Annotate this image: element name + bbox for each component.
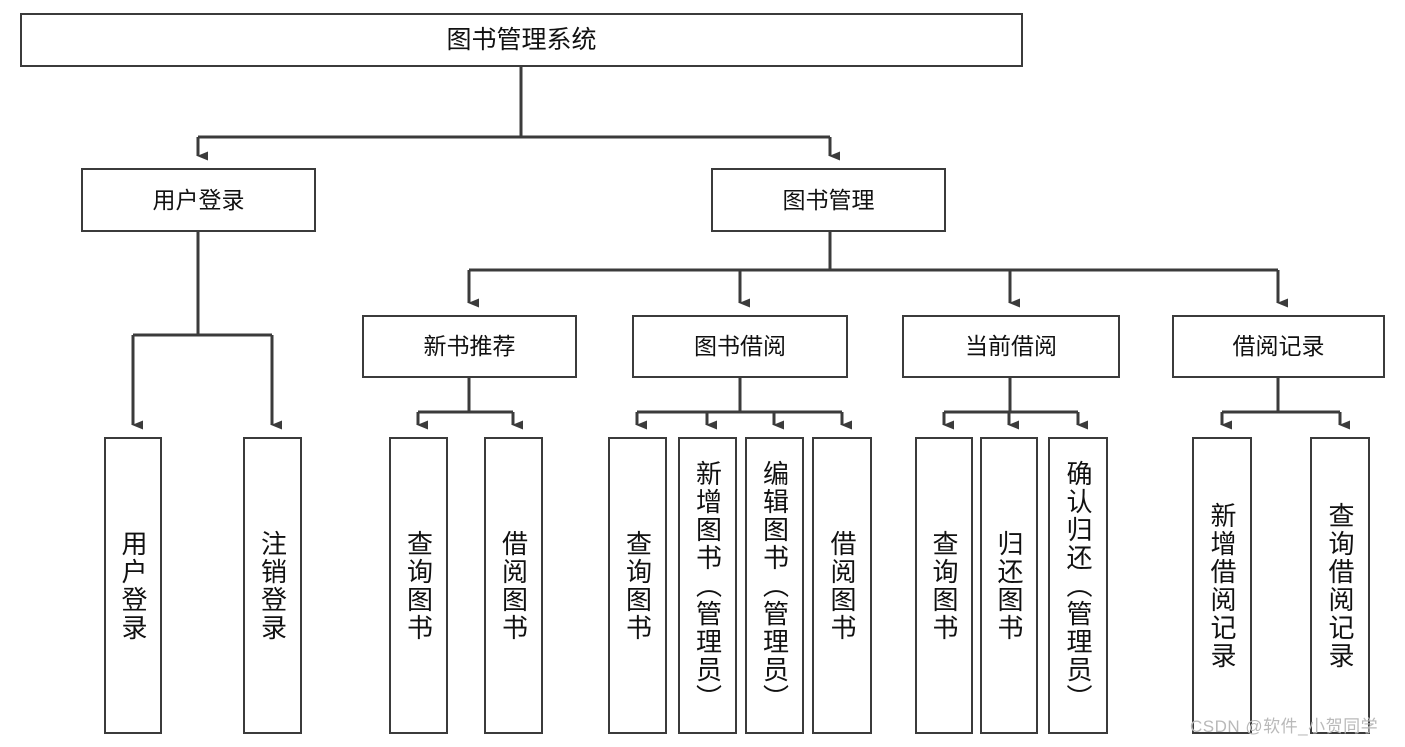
leaf-label: 查询图书: [929, 529, 959, 642]
leaf-label: 编辑图书（管理员）: [759, 459, 790, 712]
leaf-book-borrow-add-book-admin[interactable]: 新增图书（管理员）: [678, 437, 737, 734]
leaf-label: 归还图书: [994, 529, 1024, 642]
leaf-book-borrow-borrow-book[interactable]: 借阅图书: [812, 437, 872, 734]
node-new-book-recommend[interactable]: 新书推荐: [362, 315, 577, 378]
leaf-borrow-record-query-record[interactable]: 查询借阅记录: [1310, 437, 1370, 734]
node-user-login[interactable]: 用户登录: [81, 168, 316, 232]
leaf-current-borrow-confirm-return-admin[interactable]: 确认归还（管理员）: [1048, 437, 1108, 734]
leaf-label: 用户登录: [118, 529, 148, 642]
watermark: CSDN @软件_小贺同学: [1190, 717, 1379, 736]
leaf-label: 注销登录: [257, 529, 288, 642]
leaf-label: 查询借阅记录: [1325, 501, 1355, 670]
leaf-book-borrow-query-book[interactable]: 查询图书: [608, 437, 667, 734]
node-label: 用户登录: [152, 186, 245, 213]
node-book-management[interactable]: 图书管理: [711, 168, 946, 232]
node-label: 当前借阅: [965, 333, 1057, 360]
node-label: 图书管理: [782, 186, 875, 213]
leaf-current-borrow-query-book[interactable]: 查询图书: [915, 437, 973, 734]
node-root-book-management-system[interactable]: 图书管理系统: [20, 13, 1023, 67]
node-current-borrow[interactable]: 当前借阅: [902, 315, 1120, 378]
leaf-label: 借阅图书: [827, 529, 857, 642]
leaf-label: 借阅图书: [498, 529, 529, 642]
leaf-user-login-logout[interactable]: 注销登录: [243, 437, 302, 734]
node-book-borrow[interactable]: 图书借阅: [632, 315, 848, 378]
leaf-current-borrow-return-book[interactable]: 归还图书: [980, 437, 1038, 734]
node-label: 图书管理系统: [446, 25, 597, 54]
leaf-borrow-record-add-record[interactable]: 新增借阅记录: [1192, 437, 1252, 734]
leaf-book-borrow-edit-book-admin[interactable]: 编辑图书（管理员）: [745, 437, 804, 734]
leaf-label: 确认归还（管理员）: [1063, 459, 1093, 712]
leaf-user-login-login[interactable]: 用户登录: [104, 437, 162, 734]
node-label: 图书借阅: [694, 333, 786, 360]
leaf-label: 查询图书: [622, 529, 653, 642]
node-borrow-record[interactable]: 借阅记录: [1172, 315, 1385, 378]
leaf-new-book-query-book[interactable]: 查询图书: [389, 437, 448, 734]
leaf-label: 查询图书: [403, 529, 434, 642]
leaf-new-book-borrow-book[interactable]: 借阅图书: [484, 437, 543, 734]
leaf-label: 新增借阅记录: [1207, 501, 1237, 670]
leaf-label: 新增图书（管理员）: [692, 459, 723, 712]
node-label: 新书推荐: [423, 333, 516, 360]
node-label: 借阅记录: [1232, 333, 1325, 360]
